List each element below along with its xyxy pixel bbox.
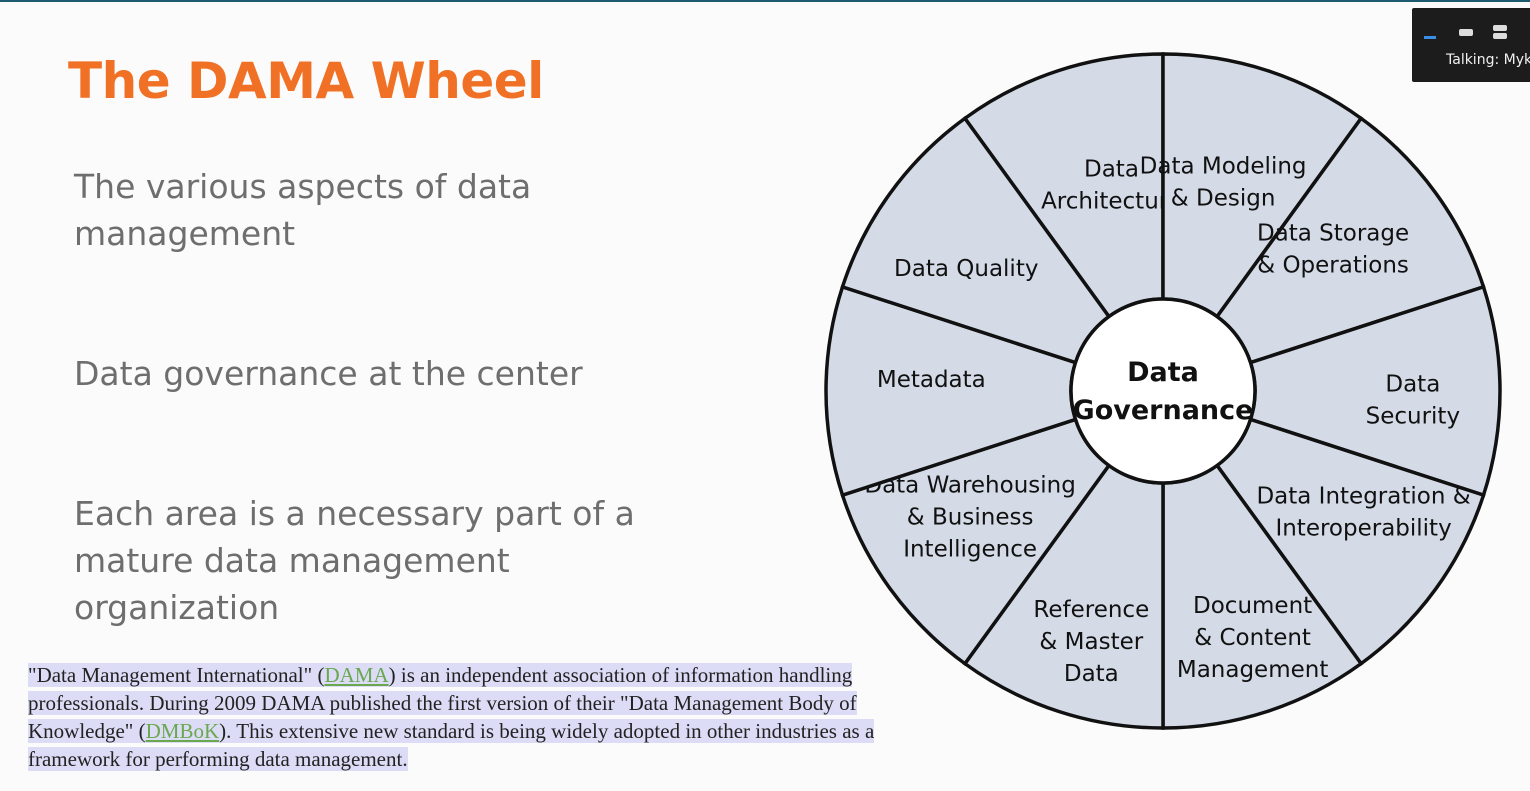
dama-link[interactable]: DAMA [324, 663, 389, 687]
segment-label: Metadata [877, 367, 986, 393]
meeting-call-widget[interactable]: Talking: Myk [1412, 8, 1530, 82]
dmbok-link[interactable]: DMBoK [145, 719, 220, 743]
bullet-aspects: The various aspects of data management [74, 167, 532, 253]
segment-label: Data Storage& Operations [1257, 220, 1409, 278]
split-view-icon[interactable] [1492, 24, 1508, 40]
bullet-necessary-part: Each area is a necessary part of a matur… [74, 494, 635, 627]
compact-view-icon[interactable] [1458, 24, 1474, 40]
wheel-segment-data-storage-and-operations: Data Storage& Operations [1214, 115, 1486, 365]
wheel-segment-data-integration-and-interoperability: Data Integration &Interoperability [1214, 417, 1486, 667]
segment-label: Data Integration &Interoperability [1256, 484, 1470, 542]
window-top-border [0, 0, 1530, 2]
segment-label: Data Modeling& Design [1140, 153, 1307, 211]
bullet-governance-center: Data governance at the center [74, 354, 583, 393]
wheel-segment-data-quality: Data Quality [840, 115, 1112, 365]
segment-label: Data Quality [894, 256, 1038, 282]
slide-title: The DAMA Wheel [68, 52, 544, 110]
dama-footnote: "Data Management International" (DAMA) i… [28, 661, 898, 773]
wheel-segment-data-modeling-and-design: Data Modeling& Design [1140, 52, 1364, 320]
minimize-icon[interactable] [1422, 24, 1438, 40]
footnote-text-1: "Data Management International" ( [28, 663, 325, 687]
talking-indicator: Talking: Myk [1446, 52, 1530, 68]
